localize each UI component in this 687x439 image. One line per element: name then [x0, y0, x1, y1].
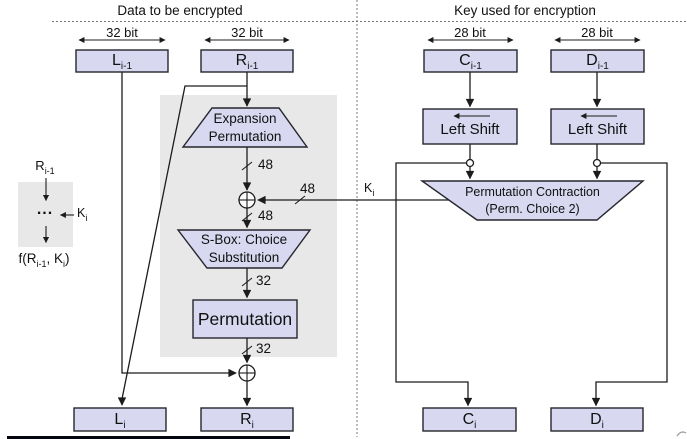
- bit-slash-32b: [241, 345, 253, 355]
- register-l-prev-label: Li-1: [111, 52, 133, 72]
- bit-slash-48k: [294, 195, 306, 205]
- xor2-node: [238, 364, 256, 382]
- header-data-half: Data to be encrypted: [117, 3, 243, 18]
- legend-key-label: Ki: [77, 206, 88, 223]
- register-c-prev-box: [423, 49, 518, 73]
- bottom-bar: [7, 436, 290, 439]
- permutation-label: Permutation: [197, 309, 293, 329]
- register-d-next-box: [550, 407, 644, 432]
- bit-label-c: 28 bit: [454, 25, 486, 40]
- l-prev-to-xor-wire: [121, 72, 237, 378]
- register-l-next-label: Li: [114, 411, 126, 431]
- wire-label-48-expansion: 48: [258, 157, 274, 172]
- bit-slash-48a: [241, 161, 253, 171]
- legend-output-label: f(Ri-1, Ki): [18, 251, 70, 269]
- bit-label-r: 32 bit: [231, 25, 263, 40]
- register-r-next-label: Ri: [240, 411, 254, 431]
- register-r-prev-box: [200, 49, 294, 73]
- c-branch-dot: [465, 158, 475, 168]
- register-d-prev-label: Di-1: [586, 52, 609, 72]
- legend-dots: ...: [36, 201, 54, 218]
- wire-label-32-perm: 32: [256, 341, 272, 356]
- c-loop-wire: [395, 162, 473, 407]
- d-branch-dot: [592, 158, 602, 168]
- corner-artifact: [676, 431, 687, 437]
- bit-slash-48b: [241, 212, 253, 222]
- register-c-prev-label: Ci-1: [459, 52, 482, 72]
- r-prev-to-l-next-wire: [117, 85, 247, 406]
- subkey-label: Ki: [364, 181, 375, 198]
- legend-input-label: Ri-1: [35, 158, 55, 176]
- left-shift-c-box: [422, 108, 518, 145]
- permutation-box: [192, 299, 298, 339]
- wire-label-48-key: 48: [300, 181, 316, 196]
- register-r-prev-label: Ri-1: [235, 52, 259, 72]
- register-r-next-box: [200, 407, 294, 432]
- register-d-prev-box: [550, 49, 645, 73]
- left-shift-c-label: Left Shift: [440, 121, 500, 138]
- register-d-next-label: Di: [590, 411, 604, 431]
- bit-label-d: 28 bit: [581, 25, 613, 40]
- pc2-trapezoid: [419, 180, 645, 221]
- wire-label-32-sbox: 32: [256, 273, 272, 288]
- wire-label-48-xor: 48: [258, 208, 274, 223]
- bit-slash-32a: [241, 277, 253, 287]
- register-l-prev-box: [75, 49, 169, 73]
- register-l-next-box: [73, 407, 167, 432]
- bit-label-l: 32 bit: [106, 25, 138, 40]
- header-key-half: Key used for encryption: [454, 3, 596, 18]
- xor-node: [238, 191, 256, 209]
- left-shift-d-label: Left Shift: [567, 121, 628, 138]
- pc2-label: Permutation Contraction(Perm. Choice 2): [465, 185, 600, 216]
- left-shift-d-box: [550, 108, 645, 145]
- d-loop-wire: [591, 162, 668, 407]
- register-c-next-box: [422, 407, 517, 432]
- expansion-permutation-trapezoid: [181, 107, 309, 148]
- sbox-trapezoid: [176, 229, 312, 269]
- register-c-next-label: Ci: [462, 411, 477, 431]
